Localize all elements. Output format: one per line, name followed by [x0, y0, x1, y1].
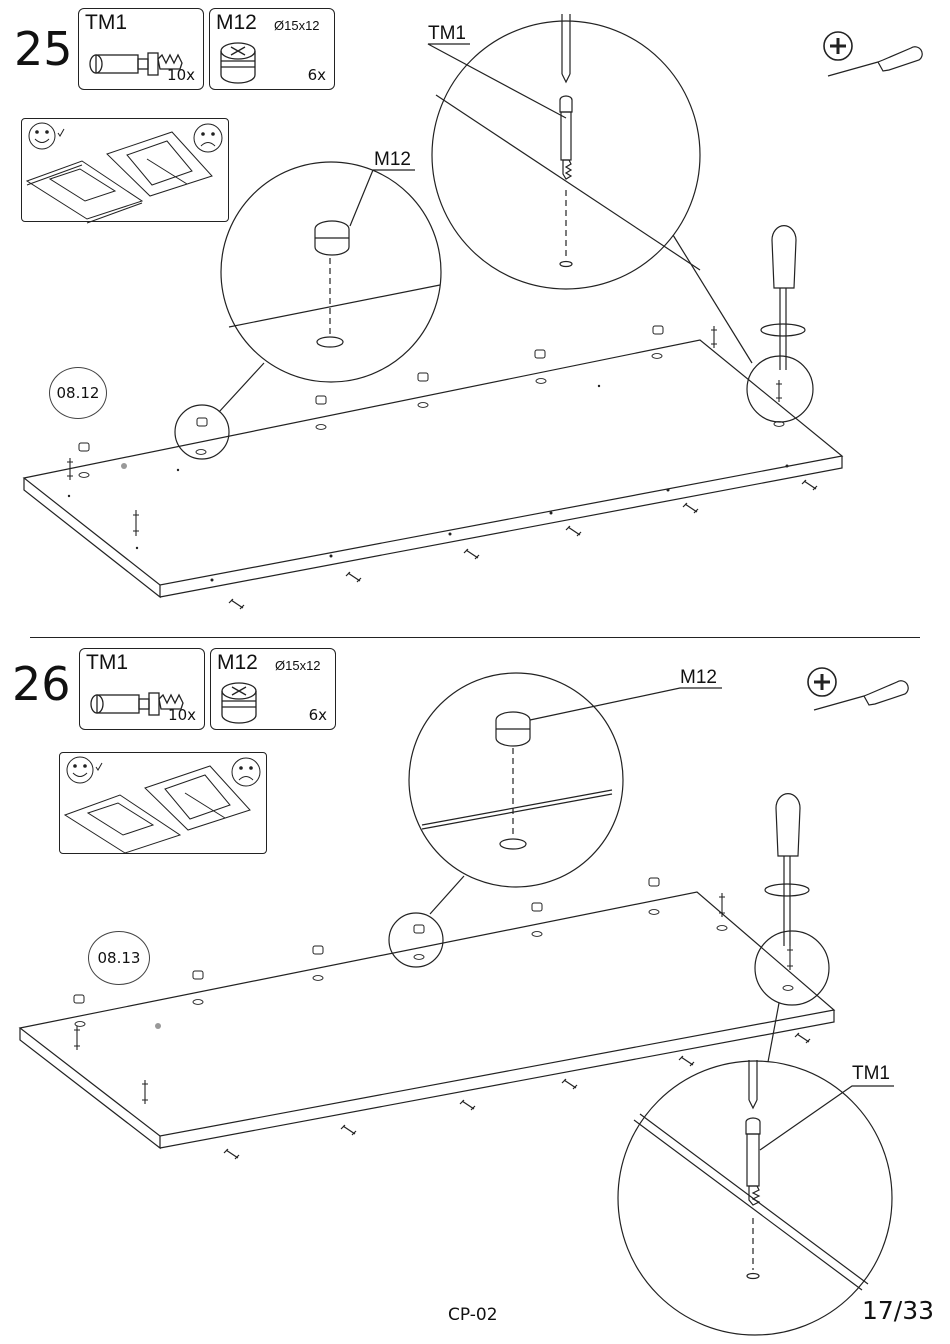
- bolt-marks-bottom: [224, 1033, 810, 1159]
- phillips-screwdriver-icon: [808, 668, 908, 710]
- panel-code-badge: 08.13: [88, 931, 150, 985]
- page-number: 17/33: [862, 1296, 934, 1325]
- label-dot: [155, 1023, 161, 1029]
- cam-lock-marks: [74, 878, 659, 1003]
- callout-m12: M12: [680, 668, 717, 687]
- panel-08-13: [20, 892, 834, 1148]
- callout-tm1: TM1: [852, 1064, 890, 1083]
- cam-bolt-marks: [74, 893, 793, 1104]
- model-code: CP-02: [448, 1305, 498, 1325]
